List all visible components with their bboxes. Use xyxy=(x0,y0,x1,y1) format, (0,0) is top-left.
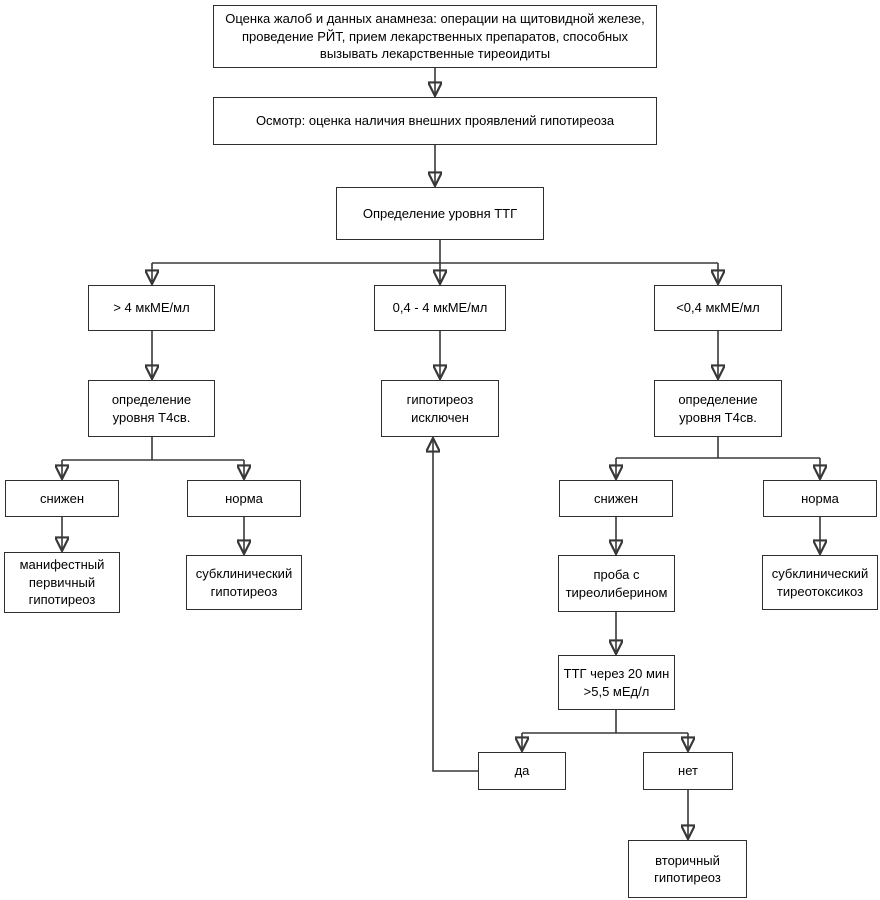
node-tsh-level: Определение уровня ТТГ xyxy=(336,187,544,240)
node-t4left-normal-label: норма xyxy=(225,490,263,506)
node-secondary-hypo: вторичный гипотиреоз xyxy=(628,840,747,898)
node-t4left-decreased-label: снижен xyxy=(39,490,85,506)
node-tsh-after-20min: ТТГ через 20 мин >5,5 мЕд/л xyxy=(558,655,675,710)
node-manifest-primary-hypo: манифестный первичный гипотиреоз xyxy=(4,552,120,613)
node-t4right-decreased-label: снижен xyxy=(593,490,639,506)
node-t4right-decreased: снижен xyxy=(559,480,673,517)
node-t4-left-label: определение уровня Т4св. xyxy=(111,392,192,425)
node-exam-label: Осмотр: оценка наличия внешних проявлени… xyxy=(255,113,615,129)
node-tsh-high-label: > 4 мкМЕ/мл xyxy=(113,300,190,316)
node-tsh-after-20min-label: ТТГ через 20 мин >5,5 мЕд/л xyxy=(563,666,670,699)
node-tsh-high: > 4 мкМЕ/мл xyxy=(88,285,215,331)
node-tsh-low-label: <0,4 мкМЕ/мл xyxy=(676,300,760,316)
node-t4left-decreased: снижен xyxy=(5,480,119,517)
node-assess: Оценка жалоб и данных анамнеза: операции… xyxy=(213,5,657,68)
node-manifest-primary-hypo-label: манифестный первичный гипотиреоз xyxy=(19,557,105,608)
node-hypo-excluded: гипотиреоз исключен xyxy=(381,380,499,437)
node-subclinical-hypo: субклинический гипотиреоз xyxy=(186,555,302,610)
node-hypo-excluded-label: гипотиреоз исключен xyxy=(406,392,474,425)
node-yes-label: да xyxy=(514,763,530,779)
node-tsh-normal: 0,4 - 4 мкМЕ/мл xyxy=(374,285,506,331)
node-secondary-hypo-label: вторичный гипотиреоз xyxy=(654,852,721,886)
node-subclinical-thyrotoxicosis-label: субклинический тиреотоксикоз xyxy=(771,566,869,599)
node-no-label: нет xyxy=(678,763,698,779)
node-no: нет xyxy=(643,752,733,790)
node-trh-test: проба с тиреолиберином xyxy=(558,555,675,612)
node-tsh-low: <0,4 мкМЕ/мл xyxy=(654,285,782,331)
node-tsh-normal-label: 0,4 - 4 мкМЕ/мл xyxy=(392,300,488,316)
node-t4-left: определение уровня Т4св. xyxy=(88,380,215,437)
arrow-yes-excluded-feedback xyxy=(433,440,478,772)
node-exam: Осмотр: оценка наличия внешних проявлени… xyxy=(213,97,657,145)
node-t4right-normal: норма xyxy=(763,480,877,517)
node-subclinical-hypo-label: субклинический гипотиреоз xyxy=(195,566,293,599)
node-t4-right: определение уровня Т4св. xyxy=(654,380,782,437)
node-t4right-normal-label: норма xyxy=(801,490,839,506)
node-t4left-normal: норма xyxy=(187,480,301,517)
node-t4-right-label: определение уровня Т4св. xyxy=(678,392,758,425)
node-subclinical-thyrotoxicosis: субклинический тиреотоксикоз xyxy=(762,555,878,610)
node-yes: да xyxy=(478,752,566,790)
node-trh-test-label: проба с тиреолиберином xyxy=(565,567,668,600)
node-tsh-level-label: Определение уровня ТТГ xyxy=(362,205,518,221)
node-assess-label: Оценка жалоб и данных анамнеза: операции… xyxy=(225,11,645,62)
